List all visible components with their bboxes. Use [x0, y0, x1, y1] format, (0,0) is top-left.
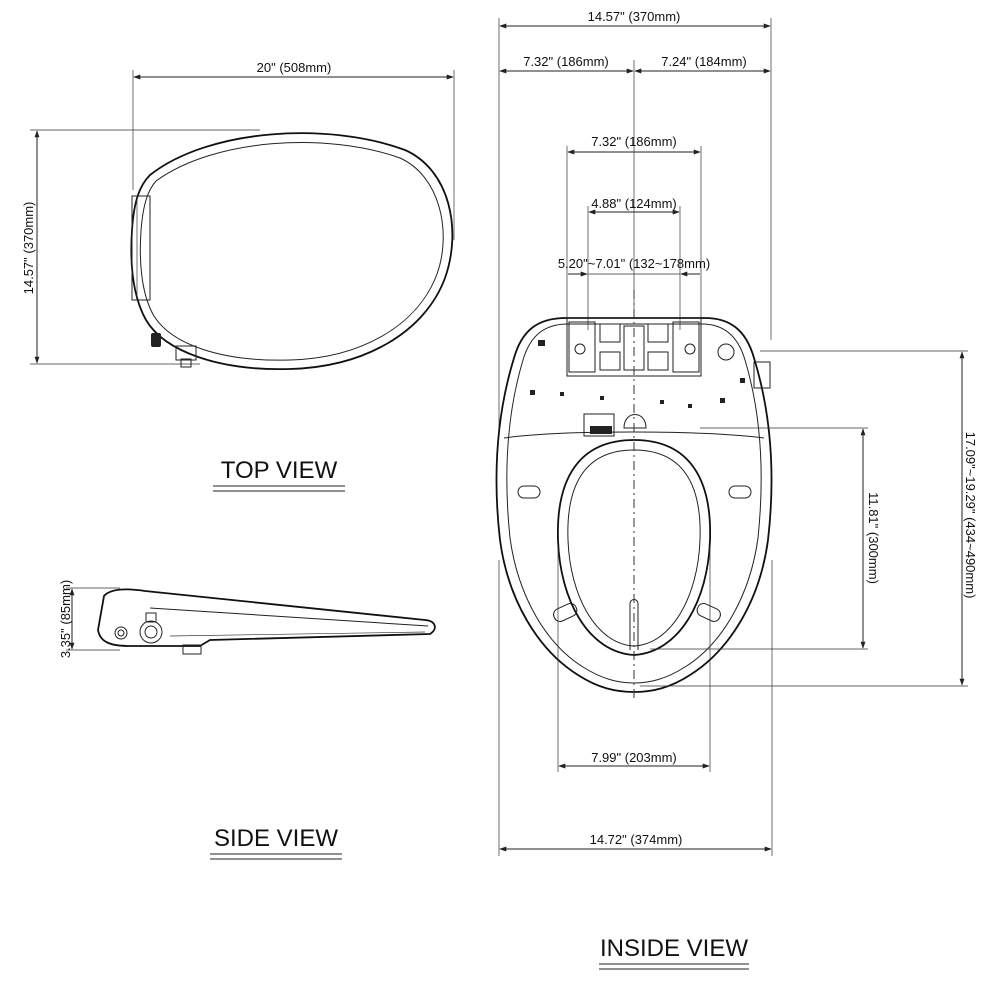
inside-bolt-hole-right	[684, 343, 696, 355]
inside-bracket-inner-label: 4.88" (124mm)	[591, 196, 677, 211]
inside-splash-guard	[629, 599, 639, 650]
inside-side-knob	[753, 361, 771, 389]
top-view: 20" (508mm) 14.57" (370mm) TOP VIEW	[21, 60, 455, 492]
top-width-label: 20" (508mm)	[257, 60, 332, 75]
inside-bracket-outer-label: 7.32" (186mm)	[591, 134, 677, 149]
top-knob-icon	[151, 333, 161, 347]
top-seat-inner-outline	[139, 142, 444, 361]
side-height-label: 3.35" (85mm)	[58, 580, 73, 658]
side-view-title: SIDE VIEW	[214, 825, 338, 852]
top-connector-block	[175, 345, 197, 361]
inside-bumper-left-lower	[553, 602, 578, 622]
inside-view-title: INSIDE VIEW	[600, 935, 748, 962]
top-view-title: TOP VIEW	[221, 457, 338, 484]
inside-control-module	[583, 413, 615, 437]
inside-opening-length-label: 11.81" (300mm)	[866, 492, 881, 584]
side-connector-block	[182, 644, 202, 655]
inside-housing-line	[503, 431, 765, 439]
side-view: 3.35" (85mm) SIDE VIEW	[58, 580, 436, 860]
side-knob-icon	[114, 626, 128, 640]
inside-bumper-left-upper	[517, 485, 541, 499]
inside-overall-length-label: 17.09"~19.29" (434~490mm)	[963, 432, 978, 599]
inside-right-half-label: 7.24" (184mm)	[661, 54, 747, 69]
inside-bumper-right-upper	[728, 485, 752, 499]
inside-bolt-hole-left	[574, 343, 586, 355]
inside-overall-width-label: 14.57" (370mm)	[588, 9, 681, 24]
top-hinge-block	[131, 195, 151, 301]
inside-view: 14.57" (370mm) 7.32" (186mm) 7.24" (184m…	[495, 9, 978, 970]
inside-dial-icon	[717, 343, 735, 361]
top-seat-outline	[130, 132, 454, 370]
inside-left-half-label: 7.32" (186mm)	[523, 54, 609, 69]
side-dial-icon	[139, 620, 163, 644]
inside-bottom-width-label: 14.72" (374mm)	[590, 832, 683, 847]
inside-opening-width-label: 7.99" (203mm)	[591, 750, 677, 765]
inside-seat-opening	[557, 439, 711, 656]
inside-bumper-right-lower	[696, 602, 721, 622]
top-depth-label: 14.57" (370mm)	[21, 202, 36, 295]
side-body-outline	[97, 588, 436, 647]
inside-bolt-range-label: 5.20"~7.01" (132~178mm)	[558, 256, 710, 271]
